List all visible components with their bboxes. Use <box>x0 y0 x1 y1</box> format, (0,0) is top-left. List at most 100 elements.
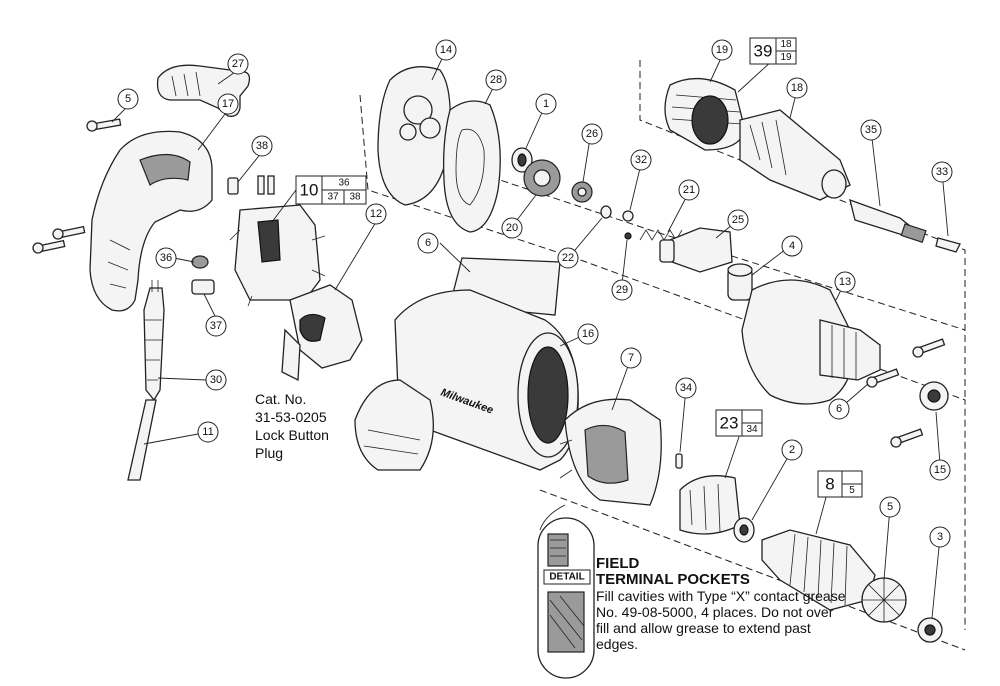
svg-text:15: 15 <box>934 464 946 476</box>
svg-text:19: 19 <box>716 44 728 56</box>
svg-text:20: 20 <box>506 222 518 234</box>
svg-text:22: 22 <box>562 252 574 264</box>
callout-34: 34 <box>675 377 697 399</box>
callout-5: 5 <box>879 496 901 518</box>
nose-group <box>664 77 961 253</box>
callout-21: 21 <box>678 179 700 201</box>
field-note-title: FIELD <box>596 555 640 572</box>
svg-text:3: 3 <box>937 531 943 543</box>
detail-bubble: DETAIL <box>537 504 595 679</box>
cat-note-line: 31-53-0205 <box>255 409 327 425</box>
kit-23-part: 34 <box>746 424 758 435</box>
callout-25: 25 <box>727 209 749 231</box>
callout-16: 17 <box>217 93 239 115</box>
callout-15: 15 <box>929 459 951 481</box>
svg-text:2: 2 <box>789 444 795 456</box>
cat-note-line: Cat. No. <box>255 391 307 407</box>
svg-text:4: 4 <box>789 240 795 252</box>
kit-10-part: 36 <box>338 178 350 189</box>
kit-39-main: 39 <box>754 42 773 61</box>
switch-group <box>229 175 363 382</box>
svg-text:29: 29 <box>616 284 628 296</box>
kit-box-39: 39 18 19 <box>749 37 797 65</box>
kit-box-8: 8 5 <box>817 470 863 498</box>
kit-10-part: 37 <box>327 192 339 203</box>
callout-18: 18 <box>786 77 808 99</box>
svg-text:6: 6 <box>836 403 842 415</box>
gear-plate-group <box>377 66 753 301</box>
leader-lines <box>111 49 949 619</box>
svg-text:25: 25 <box>732 214 744 226</box>
svg-text:5: 5 <box>125 93 131 105</box>
callout-3: 3 <box>929 526 951 548</box>
svg-text:21: 21 <box>683 184 695 196</box>
field-note-body: Fill cavities with Type “X” contact grea… <box>596 588 846 652</box>
callout-32: 32 <box>630 149 652 171</box>
part-callouts: 5 27 17 38 36 37 30 11 12 14 28 1 26 20 … <box>117 39 953 548</box>
callout-1: 1 <box>535 93 557 115</box>
callout-27: 27 <box>227 53 249 75</box>
svg-text:34: 34 <box>680 382 692 394</box>
svg-text:33: 33 <box>936 166 948 178</box>
callout-36: 36 <box>155 247 177 269</box>
kit-10-main: 10 <box>300 181 319 200</box>
field-note-subtitle: TERMINAL POCKETS <box>596 571 750 588</box>
callout-14: 14 <box>435 39 457 61</box>
detail-label: DETAIL <box>549 572 584 583</box>
cat-note-line: Lock Button <box>255 427 329 443</box>
svg-text:38: 38 <box>256 140 268 152</box>
callout-28: 28 <box>485 69 507 91</box>
svg-text:12: 12 <box>370 208 382 220</box>
callout-6a: 5 <box>117 88 139 110</box>
callout-29: 29 <box>611 279 633 301</box>
svg-text:1: 1 <box>543 98 549 110</box>
callout-26: 26 <box>581 123 603 145</box>
callout-13: 13 <box>834 271 856 293</box>
callout-19: 19 <box>711 39 733 61</box>
svg-text:6: 6 <box>425 237 431 249</box>
kit-10-part: 38 <box>349 192 361 203</box>
svg-text:13: 13 <box>839 276 851 288</box>
svg-text:11: 11 <box>202 426 213 438</box>
svg-text:27: 27 <box>232 58 244 70</box>
callout-9: 7 <box>620 347 642 369</box>
callout-35: 35 <box>860 119 882 141</box>
kit-39-part: 18 <box>780 39 792 50</box>
field-terminal-note: FIELD TERMINAL POCKETS Fill cavities wit… <box>596 555 896 653</box>
kit-23-main: 23 <box>720 414 739 433</box>
motor-group <box>559 398 943 643</box>
callout-38: 38 <box>251 135 273 157</box>
callout-12: 12 <box>365 203 387 225</box>
callout-37: 37 <box>205 315 227 337</box>
kit-box-10: 10 36 37 38 <box>295 175 367 205</box>
handle-group <box>32 64 251 481</box>
svg-text:32: 32 <box>635 154 647 166</box>
svg-text:30: 30 <box>210 374 222 386</box>
svg-text:14: 14 <box>440 44 452 56</box>
svg-text:37: 37 <box>210 320 222 332</box>
kit-box-23: 23 34 <box>715 409 763 437</box>
callout-7: 6 <box>417 232 439 254</box>
svg-text:35: 35 <box>865 124 877 136</box>
kit-8-part: 5 <box>849 485 855 496</box>
lock-button-plug-note: Cat. No. 31-53-0205 Lock Button Plug <box>255 390 329 462</box>
svg-text:36: 36 <box>160 252 172 264</box>
cat-note-line: Plug <box>255 445 284 461</box>
svg-text:17: 17 <box>222 98 234 110</box>
svg-text:7: 7 <box>628 352 634 364</box>
callout-30: 30 <box>205 369 227 391</box>
callout-4: 4 <box>781 235 803 257</box>
kit-8-main: 8 <box>825 475 834 494</box>
callout-17: 16 <box>577 323 599 345</box>
kit-39-part: 19 <box>780 52 792 63</box>
callout-11: 11 <box>197 421 219 443</box>
svg-text:5: 5 <box>887 501 893 513</box>
svg-text:28: 28 <box>490 74 502 86</box>
callout-22: 22 <box>557 247 579 269</box>
callout-33: 33 <box>931 161 953 183</box>
callout-6b: 6 <box>828 398 850 420</box>
svg-text:16: 16 <box>582 328 594 340</box>
housing-group: Milwaukee <box>354 257 949 471</box>
svg-text:18: 18 <box>791 82 803 94</box>
